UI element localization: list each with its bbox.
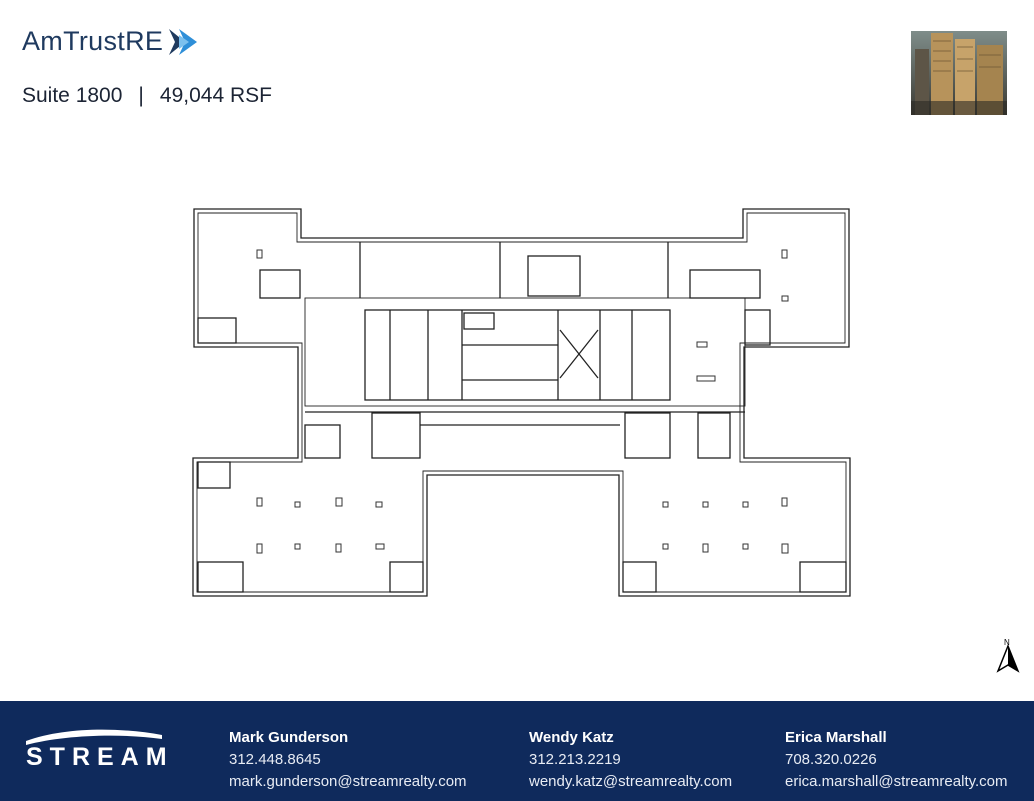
contact-phone[interactable]: 312.448.8645 bbox=[229, 751, 321, 768]
contact-card: Wendy Katz 312.213.2219 wendy.katz@strea… bbox=[529, 727, 732, 793]
core-block bbox=[364, 309, 671, 401]
contact-email[interactable]: erica.marshall@streamrealty.com bbox=[785, 773, 1008, 790]
logo-arrow-icon bbox=[169, 28, 198, 55]
contact-name: Erica Marshall bbox=[785, 729, 887, 746]
floor-outline bbox=[192, 208, 851, 597]
suite-separator: | bbox=[138, 84, 144, 107]
footer-bar: STREAM Mark Gunderson 312.448.8645 mark.… bbox=[0, 701, 1034, 801]
building-image bbox=[911, 31, 1007, 115]
stream-wave-icon bbox=[26, 729, 162, 745]
contact-name: Mark Gunderson bbox=[229, 729, 349, 746]
stream-logo-text: STREAM bbox=[26, 743, 174, 771]
suite-number: Suite 1800 bbox=[22, 84, 123, 107]
logo-text: AmTrustRE bbox=[22, 26, 164, 56]
north-arrow-icon bbox=[996, 643, 1020, 673]
contact-card: Erica Marshall 708.320.0226 erica.marsha… bbox=[785, 727, 1008, 793]
suite-area: 49,044 RSF bbox=[159, 84, 272, 107]
north-label: N bbox=[1004, 638, 1010, 647]
floor-plan bbox=[192, 208, 851, 597]
suite-info: Suite 1800 | 49,044 RSF bbox=[22, 84, 272, 108]
contact-phone[interactable]: 312.213.2219 bbox=[529, 751, 621, 768]
contact-name: Wendy Katz bbox=[529, 729, 614, 746]
contact-email[interactable]: mark.gunderson@streamrealty.com bbox=[229, 773, 467, 790]
amtrust-logo: AmTrustRE bbox=[22, 26, 199, 57]
contact-phone[interactable]: 708.320.0226 bbox=[785, 751, 877, 768]
contact-email[interactable]: wendy.katz@streamrealty.com bbox=[529, 773, 733, 790]
contact-card: Mark Gunderson 312.448.8645 mark.gunders… bbox=[229, 727, 467, 793]
